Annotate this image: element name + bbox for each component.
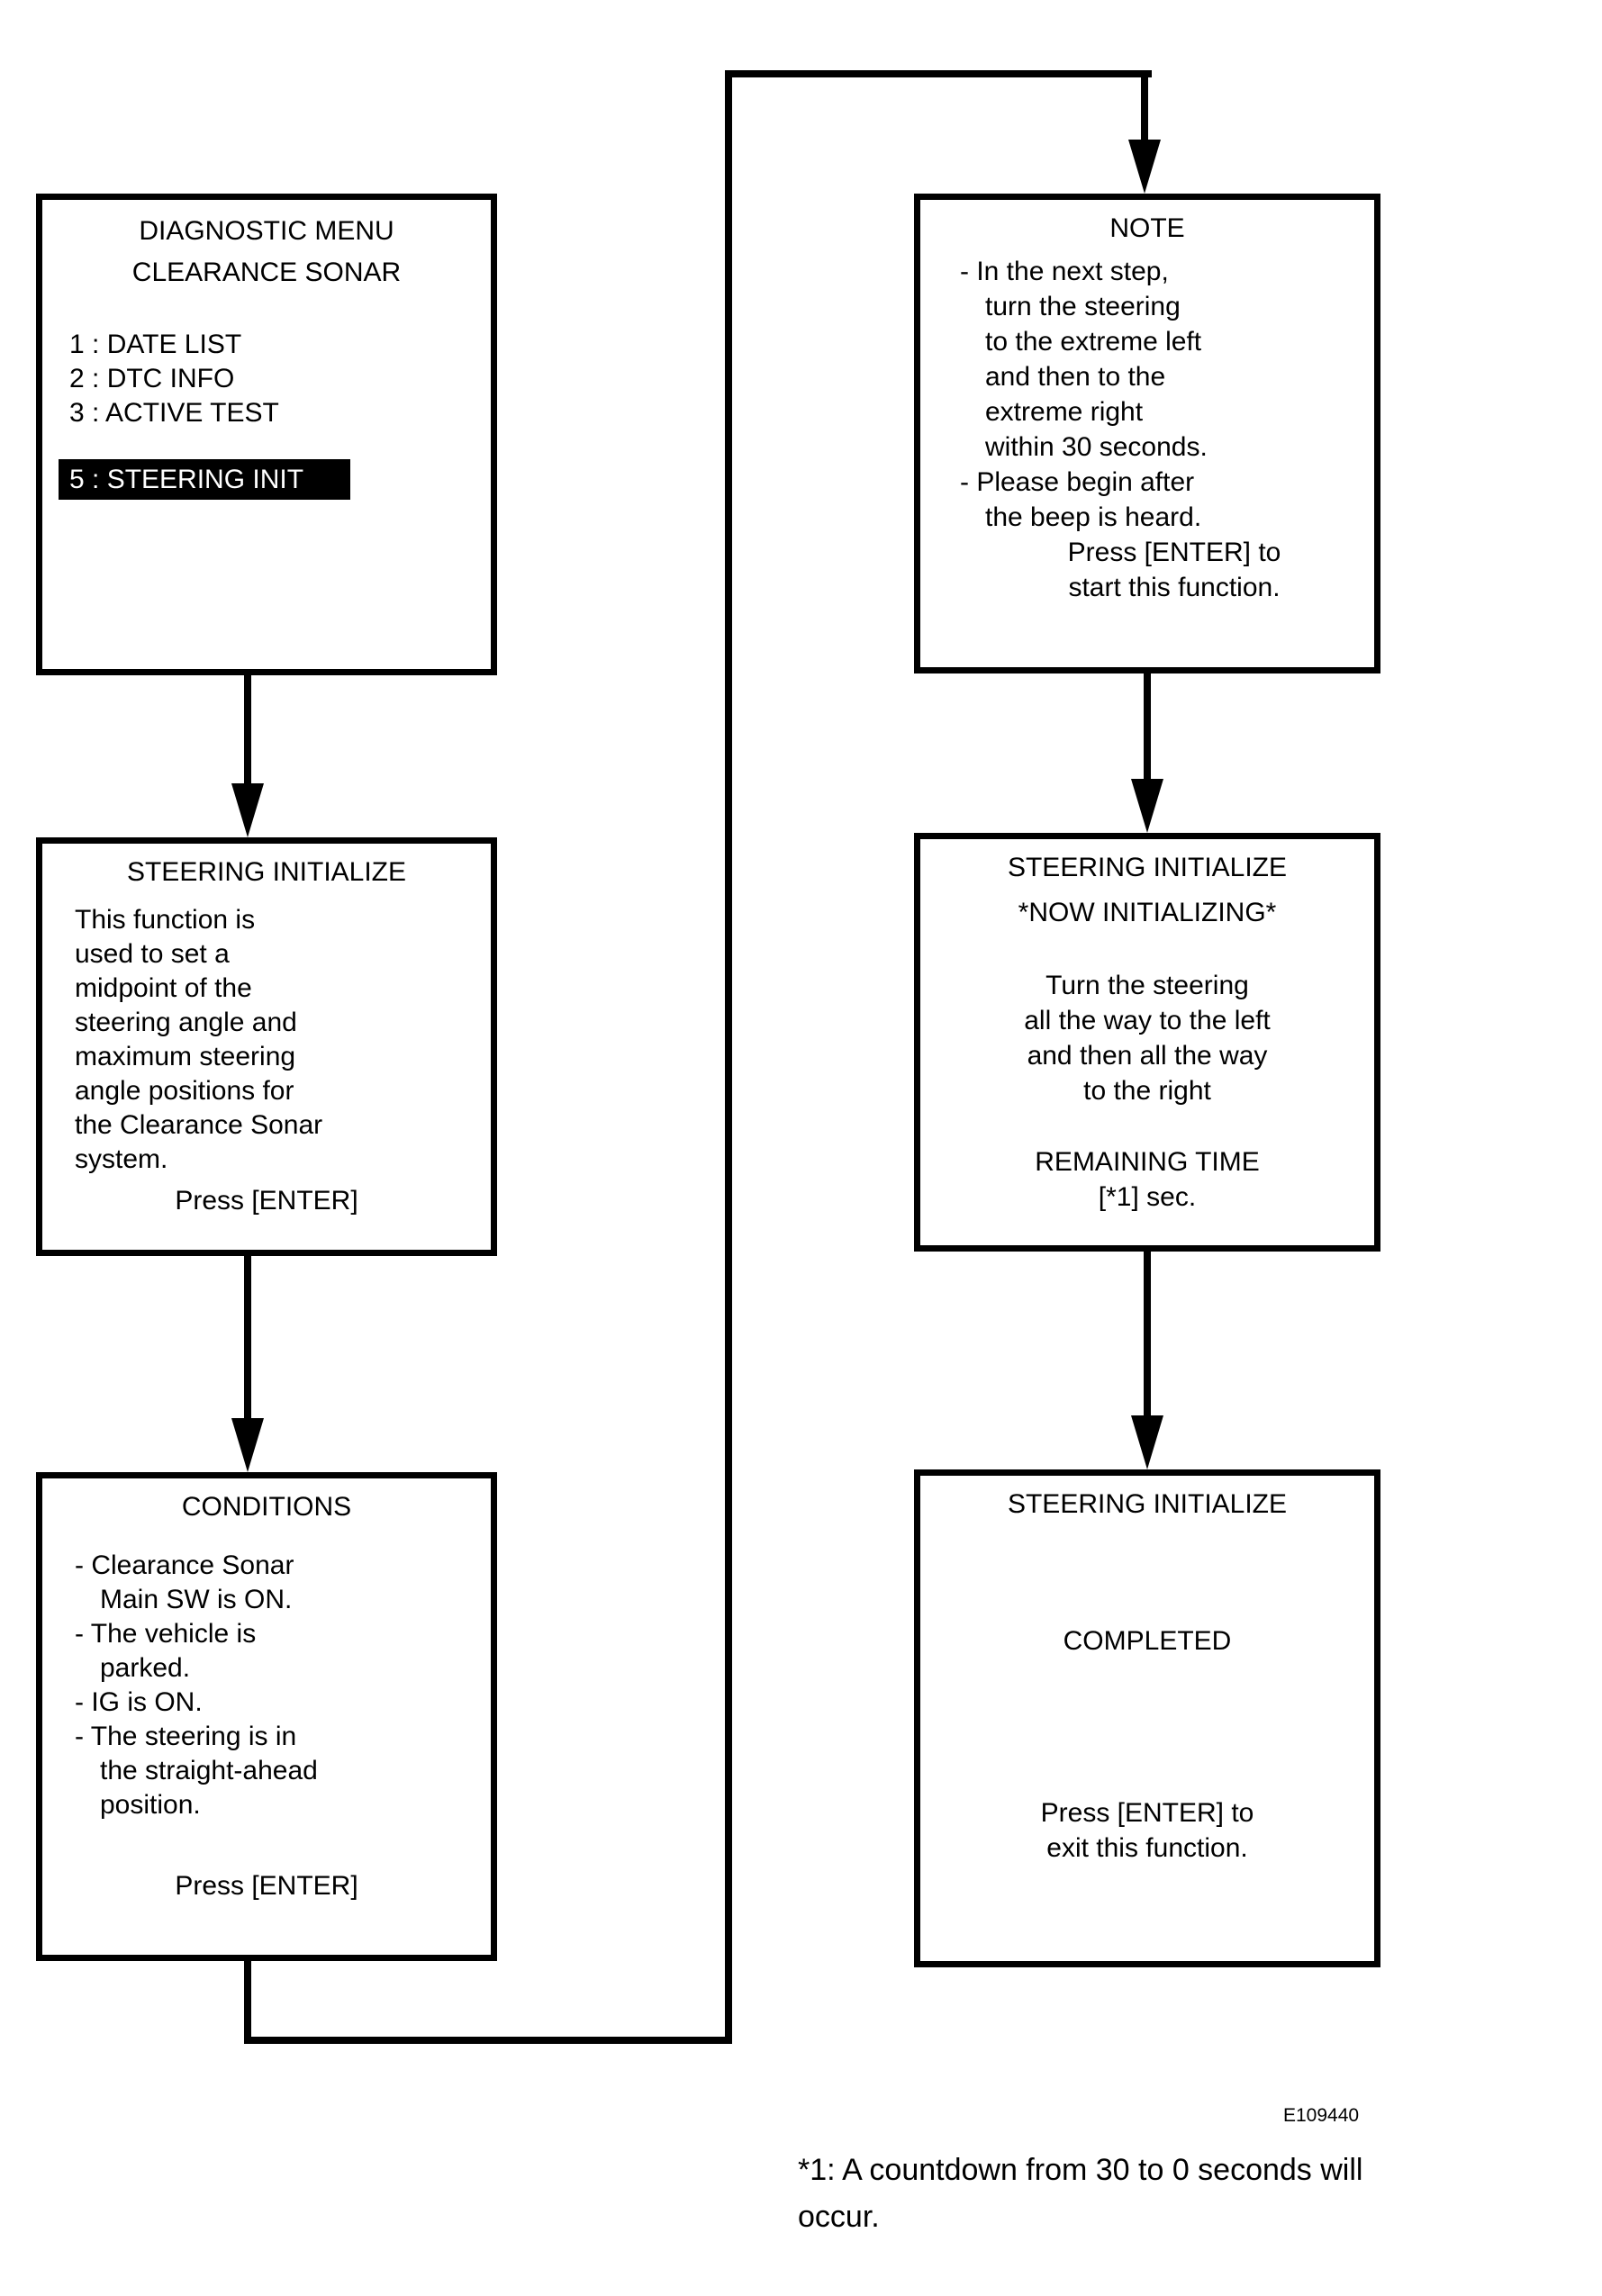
- text-line: used to set a: [75, 939, 230, 969]
- remaining-time-label: REMAINING TIME: [1035, 1147, 1260, 1177]
- note-line: to the extreme left: [985, 327, 1202, 357]
- condition-line: - The steering is in: [75, 1722, 297, 1751]
- instruction-line: Turn the steering: [1045, 971, 1249, 1000]
- condition-line: - IG is ON.: [75, 1687, 203, 1717]
- note-box: NOTE - In the next step, turn the steeri…: [914, 194, 1380, 673]
- press-enter-label: exit this function.: [1046, 1833, 1248, 1863]
- connector-line: [244, 1961, 251, 2044]
- instruction-line: to the right: [1083, 1076, 1211, 1106]
- footnote-line: *1: A countdown from 30 to 0 seconds wil…: [798, 2153, 1363, 2187]
- condition-line: the straight-ahead: [100, 1756, 318, 1785]
- text-line: maximum steering: [75, 1042, 296, 1071]
- menu-item-active-test: 3 : ACTIVE TEST: [69, 398, 279, 428]
- completed-status: COMPLETED: [1063, 1626, 1232, 1656]
- diagnostic-menu-title: DIAGNOSTIC MENU: [139, 216, 394, 246]
- arrow-down-icon: [231, 783, 264, 837]
- instruction-line: all the way to the left: [1024, 1006, 1271, 1035]
- press-enter-label: start this function.: [1068, 573, 1281, 602]
- connector-line: [244, 2037, 732, 2044]
- figure-code: E109440: [1283, 2105, 1360, 2126]
- press-enter-label: Press [ENTER] to: [1067, 538, 1281, 567]
- condition-line: - The vehicle is: [75, 1619, 257, 1649]
- instruction-line: and then all the way: [1027, 1041, 1268, 1071]
- text-line: This function is: [75, 905, 256, 935]
- note-line: - Please begin after: [960, 467, 1195, 497]
- note-line: - In the next step,: [960, 257, 1169, 286]
- footnote: *1: A countdown from 30 to 0 seconds wil…: [798, 2147, 1446, 2240]
- menu-item-steering-init-selected: 5 : STEERING INIT: [59, 459, 350, 500]
- text-line: steering angle and: [75, 1008, 297, 1037]
- conditions-box: CONDITIONS - Clearance Sonar Main SW is …: [36, 1472, 497, 1961]
- text-line: angle positions for: [75, 1076, 294, 1106]
- steering-initialize-info-box: STEERING INITIALIZE This function is use…: [36, 837, 497, 1256]
- conditions-list: - Clearance Sonar Main SW is ON. - The v…: [42, 1549, 491, 1822]
- condition-line: - Clearance Sonar: [75, 1550, 294, 1580]
- now-initializing-instructions: Turn the steering all the way to the lef…: [920, 968, 1374, 1108]
- flow-arrow-shaft: [244, 1256, 251, 1418]
- diagnostic-menu-box: DIAGNOSTIC MENU CLEARANCE SONAR 1 : DATE…: [36, 194, 497, 675]
- conditions-title: CONDITIONS: [181, 1492, 352, 1522]
- note-line: within 30 seconds.: [985, 432, 1208, 462]
- condition-line: parked.: [100, 1653, 191, 1683]
- now-initializing-title: STEERING INITIALIZE: [1007, 853, 1288, 882]
- diagnostic-menu-items: 1 : DATE LIST 2 : DTC INFO 3 : ACTIVE TE…: [42, 328, 491, 430]
- connector-line: [725, 70, 1152, 77]
- footnote-line: occur.: [798, 2200, 880, 2234]
- text-line: midpoint of the: [75, 973, 252, 1003]
- note-title: NOTE: [1109, 213, 1185, 243]
- remaining-time-value: [*1] sec.: [1098, 1182, 1197, 1212]
- note-list: - In the next step, turn the steering to…: [920, 254, 1374, 535]
- flow-arrow-shaft: [1141, 70, 1148, 140]
- flow-arrow-shaft: [244, 675, 251, 783]
- menu-item-dtc-info: 2 : DTC INFO: [69, 364, 235, 393]
- now-initializing-box: STEERING INITIALIZE *NOW INITIALIZING* T…: [914, 833, 1380, 1252]
- completed-title: STEERING INITIALIZE: [1007, 1489, 1288, 1519]
- press-enter-label: Press [ENTER]: [175, 1186, 358, 1216]
- press-enter-label: Press [ENTER] to: [1040, 1798, 1254, 1828]
- diagnostic-menu-subtitle: CLEARANCE SONAR: [131, 258, 402, 287]
- arrow-down-icon: [1131, 779, 1163, 833]
- condition-line: Main SW is ON.: [100, 1585, 293, 1614]
- completed-actions: Press [ENTER] to exit this function.: [920, 1795, 1374, 1866]
- flow-arrow-shaft: [1144, 673, 1151, 779]
- arrow-down-icon: [231, 1418, 264, 1472]
- arrow-down-icon: [1131, 1415, 1163, 1469]
- note-line: and then to the: [985, 362, 1166, 392]
- text-line: system.: [75, 1144, 168, 1174]
- note-line: the beep is heard.: [985, 502, 1202, 532]
- flow-arrow-shaft: [1144, 1252, 1151, 1415]
- note-line: extreme right: [985, 397, 1144, 427]
- text-line: the Clearance Sonar: [75, 1110, 323, 1140]
- steering-initialize-info-title: STEERING INITIALIZE: [126, 857, 407, 887]
- completed-box: STEERING INITIALIZE COMPLETED Press [ENT…: [914, 1469, 1380, 1967]
- note-line: turn the steering: [985, 292, 1181, 321]
- menu-item-data-list: 1 : DATE LIST: [69, 330, 242, 359]
- steering-initialize-info-text: This function is used to set a midpoint …: [42, 903, 491, 1177]
- condition-line: position.: [100, 1790, 201, 1820]
- arrow-down-icon: [1128, 140, 1161, 194]
- press-enter-label: Press [ENTER]: [175, 1871, 358, 1901]
- now-initializing-status: *NOW INITIALIZING*: [1018, 898, 1277, 927]
- connector-line: [725, 70, 732, 2044]
